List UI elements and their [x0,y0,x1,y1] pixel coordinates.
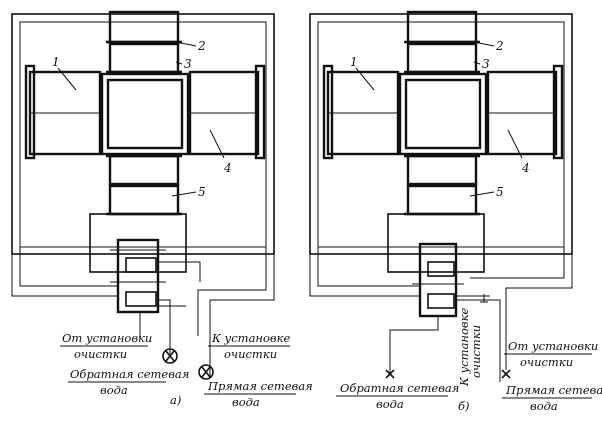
label-to-plant-b-1: К установке [457,308,471,387]
section-bottom-2 [108,184,180,216]
pump-a-1 [162,348,178,364]
callout-2-b: 2 [495,39,504,53]
label-return-water-a-2: вода [100,383,128,397]
pump-a-2 [198,364,214,380]
label-to-plant-b-2: очистки [469,325,483,378]
label-from-plant-a-1: От установки [62,331,152,345]
label-from-plant-b-2: очистки [520,355,573,369]
central-chamber-b [398,72,488,156]
diagram-b: 1 2 3 4 5 К установке очистки От установ… [309,10,602,413]
section-top-2-b [406,42,478,74]
label-supply-water-a-1: Прямая сетевая [207,379,313,393]
section-bottom-1-b [406,154,478,186]
callout-5-a: 5 [198,185,206,199]
section-bottom-2-b [406,184,478,216]
callout-3-b: 3 [482,57,490,71]
label-from-plant-a-2: очистки [74,347,127,361]
central-chamber [100,72,190,156]
label-diagram-b: б) [458,399,470,413]
label-return-water-a-1: Обратная сетевая [70,367,189,381]
label-supply-water-a-2: вода [232,395,260,409]
callout-4-b: 4 [521,161,530,175]
callout-4-a: 4 [223,161,232,175]
section-top-2 [108,42,180,74]
callout-3-a: 3 [184,57,192,71]
label-return-water-b-2: вода [376,397,404,411]
label-diagram-a: а) [170,393,181,407]
callout-2-a: 2 [197,39,206,53]
callout-5-b: 5 [496,185,504,199]
label-supply-water-b-1: Прямая сетевая [505,383,602,397]
callout-1-b: 1 [350,55,358,69]
section-top-1-b [406,10,478,44]
manifold-a [116,238,160,314]
label-to-plant-a-2: очистки [224,347,277,361]
section-top-1 [108,10,180,44]
callout-1-a: 1 [52,55,60,69]
diagram-a: 1 2 3 4 5 От установки очистки К установ… [11,10,313,409]
label-from-plant-b-1: От установки [508,339,598,353]
label-to-plant-a-1: К установке [211,331,290,345]
section-bottom-1 [108,154,180,186]
label-supply-water-b-2: вода [530,399,558,413]
label-return-water-b-1: Обратная сетевая [340,381,459,395]
